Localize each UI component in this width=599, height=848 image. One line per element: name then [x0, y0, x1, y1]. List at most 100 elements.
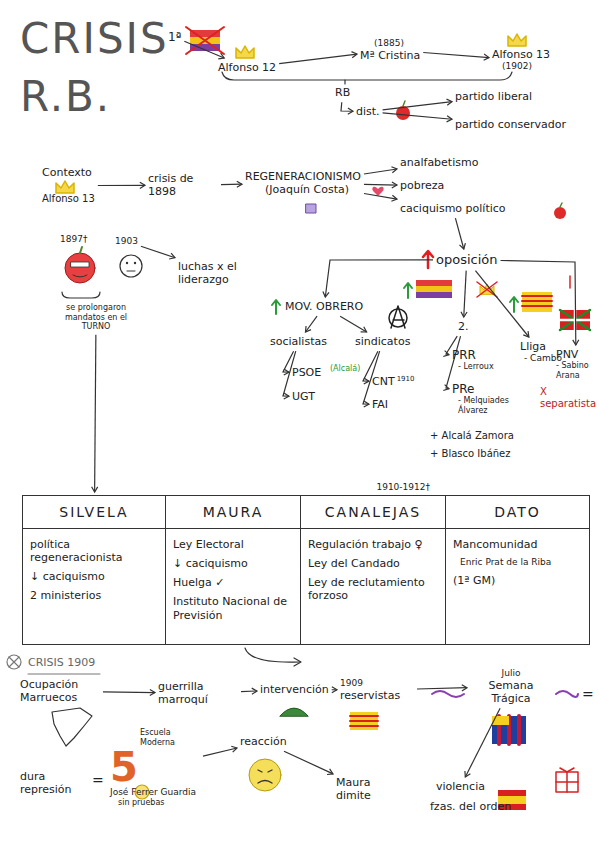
connector [423, 53, 489, 61]
connector [364, 182, 397, 188]
text-node: REGENERACIONISMO(Joaquín Costa) [245, 170, 361, 196]
node-text: PNV [556, 348, 596, 361]
node-text: caciquismo político [400, 202, 506, 215]
text-node: intervención [260, 683, 329, 696]
note-label: + Blasco Ibáñez [430, 448, 511, 460]
node-text: partido liberal [455, 90, 532, 103]
connector [103, 689, 155, 695]
table-column: SILVELApolítica regeneracionista↓ caciqu… [22, 495, 166, 645]
connector-line [98, 185, 145, 186]
connector-line [417, 688, 467, 689]
node-text: - Sabino Arana [556, 361, 596, 380]
node-text: 1897† [60, 234, 87, 245]
connector-line [284, 751, 333, 774]
arrow-head [169, 253, 175, 259]
face [120, 255, 142, 277]
arrow-head [391, 195, 397, 201]
node-text: Lliga [520, 340, 562, 353]
node-text: oposición [436, 252, 498, 268]
connector [465, 708, 500, 777]
up-arrow [272, 300, 280, 314]
node-text: (Joaquín Costa) [245, 183, 361, 196]
column-heading: DATO [446, 496, 589, 529]
connector [98, 182, 145, 188]
text-node: crisis de 1898 [148, 172, 218, 198]
node-text: Contexto [42, 166, 95, 179]
table-column: MAURA Ley Electoral↓ caciquismoHuelga ✓In… [165, 495, 301, 645]
text-node: analfabetismo [400, 156, 478, 169]
node-text: Huelga ✓ [166, 573, 300, 592]
node-text: (1ª GM) [446, 571, 589, 590]
node-text: 2. [458, 320, 469, 333]
node-text: Mancomunidad [446, 535, 589, 554]
node-text: ↓ caciquismo [166, 554, 300, 573]
node-text: analfabetismo [400, 156, 478, 169]
arrow-head [361, 327, 367, 332]
connector [141, 246, 175, 259]
node-text: pobreza [400, 179, 444, 192]
text-node: Ocupación Marruecos [20, 678, 100, 704]
connector [279, 52, 357, 64]
angry-face [249, 759, 281, 791]
node-text: (1902) [492, 61, 550, 72]
text-node: dura represión [20, 770, 84, 796]
note-label: + Alcalá Zamora [430, 430, 514, 442]
node-text: CRISIS 1909 [28, 656, 95, 669]
bracket [62, 292, 100, 298]
connector [92, 335, 98, 492]
connector [221, 181, 242, 187]
node-text: Ley Electoral [166, 535, 300, 554]
text-node: Alfonso 13(1902) [492, 48, 550, 72]
node-text: UGT [292, 390, 315, 403]
text-node: CRISIS 1909 [28, 656, 95, 669]
arrow-head [364, 378, 369, 384]
connector [364, 167, 397, 174]
heart [372, 187, 383, 196]
note-label: (Alcalá) [330, 364, 360, 374]
node-text: política regeneracionista [23, 535, 165, 567]
text-node: Escuela Moderna5José Ferrer Guardiasin p… [110, 728, 200, 808]
arrow-head [327, 769, 333, 775]
arrow-head [218, 53, 224, 59]
text-node: guerrilla marroquí [158, 680, 238, 706]
connector [284, 751, 333, 774]
arrow-head [352, 52, 357, 58]
connector [383, 113, 452, 122]
node-text: 1910 [397, 375, 415, 383]
connector-line [340, 316, 366, 332]
arrow-head [523, 331, 529, 337]
text-node: PRR- Lerroux [452, 348, 494, 372]
connector-line [364, 194, 397, 200]
column-heading: MAURA [166, 496, 300, 529]
connector [417, 685, 467, 691]
text-node: caciquismo político [400, 202, 506, 215]
connector-line [383, 113, 452, 119]
arrow-head [323, 291, 329, 297]
node-text: RB [335, 86, 350, 99]
connector [184, 41, 224, 59]
node-text: Instituto Nacional de Previsión [166, 592, 300, 624]
arrow-head [573, 340, 579, 345]
node-text: crisis de 1898 [148, 172, 218, 198]
text-node: reacción [240, 735, 287, 748]
text-node: Maura dimite [336, 776, 396, 802]
connector [340, 316, 366, 332]
connector-line [325, 260, 433, 297]
node-text: PRR [452, 348, 494, 362]
node-text: Ley de reclutamiento forzoso [301, 573, 445, 605]
connector [341, 102, 353, 114]
column-heading: CANALEJAS [301, 496, 445, 529]
arrow-head [348, 108, 353, 114]
arrow-head [231, 746, 237, 752]
helmet [280, 708, 308, 716]
node-text: dura represión [20, 770, 84, 796]
arrow-head [92, 487, 98, 492]
connector [305, 316, 317, 332]
connector-line [423, 53, 489, 58]
text-node: PSOE [292, 366, 321, 379]
crown [56, 181, 74, 193]
arrow-head [459, 243, 465, 249]
arrow-head [447, 116, 452, 122]
